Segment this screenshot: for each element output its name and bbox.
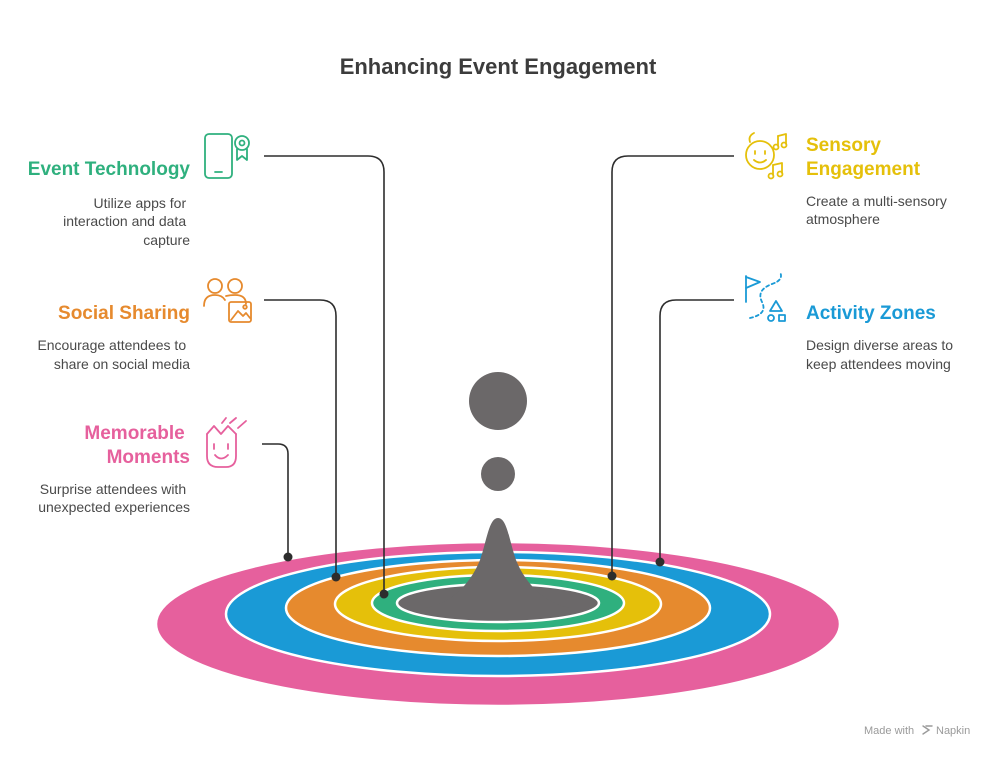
social-sharing-desc: Encourage attendees to share on social m… bbox=[37, 337, 190, 372]
sensory-engagement-heading: Sensory Engagement bbox=[806, 135, 921, 180]
connector-dot-sensory bbox=[607, 571, 617, 581]
connector-dot-memorable bbox=[283, 552, 293, 562]
connector-technology bbox=[264, 155, 385, 594]
ring-stack bbox=[154, 540, 842, 708]
droplet-small bbox=[481, 457, 515, 491]
connector-dot-social bbox=[331, 572, 341, 582]
memorable-moments-heading: Memorable Moments bbox=[84, 423, 190, 468]
napkin-logo-icon bbox=[922, 725, 933, 735]
splash-peak bbox=[425, 518, 571, 608]
item-event-technology: Event Technology Utilize apps for intera… bbox=[28, 133, 250, 248]
smartphone-badge-icon bbox=[204, 133, 250, 179]
diagram-title: Enhancing Event Engagement bbox=[340, 54, 657, 79]
connectors bbox=[262, 155, 734, 599]
item-sensory-engagement: Sensory Engagement Create a multi-sensor… bbox=[745, 132, 951, 227]
connector-social bbox=[264, 299, 337, 577]
people-photo-icon bbox=[203, 278, 252, 323]
sensory-engagement-desc: Create a multi-sensory atmosphere bbox=[806, 193, 951, 227]
connector-memorable bbox=[262, 443, 289, 557]
face-music-icon bbox=[745, 132, 788, 180]
event-technology-heading: Event Technology bbox=[28, 159, 191, 180]
item-memorable-moments: Memorable Moments Surprise attendees wit… bbox=[38, 417, 247, 515]
napkin-watermark: Made with Napkin bbox=[864, 725, 970, 737]
connector-dot-technology bbox=[379, 589, 389, 599]
event-technology-desc: Utilize apps for interaction and data ca… bbox=[63, 195, 190, 248]
connector-sensory bbox=[611, 155, 734, 576]
activity-zones-desc: Design diverse areas to keep attendees m… bbox=[806, 337, 957, 372]
made-with-label: Made with bbox=[864, 725, 914, 737]
droplet-large bbox=[469, 372, 527, 430]
item-social-sharing: Social Sharing Encourage attendees to sh… bbox=[37, 278, 252, 372]
surprised-face-icon bbox=[206, 417, 247, 468]
memorable-moments-desc: Surprise attendees with unexpected exper… bbox=[38, 481, 190, 515]
social-sharing-heading: Social Sharing bbox=[58, 303, 190, 324]
connector-activity bbox=[659, 299, 734, 562]
item-activity-zones: Activity Zones Design diverse areas to k… bbox=[745, 271, 957, 372]
flag-path-icon bbox=[745, 271, 786, 322]
napkin-brand-label: Napkin bbox=[936, 725, 970, 737]
activity-zones-heading: Activity Zones bbox=[806, 303, 936, 324]
connector-dot-activity bbox=[655, 557, 665, 567]
